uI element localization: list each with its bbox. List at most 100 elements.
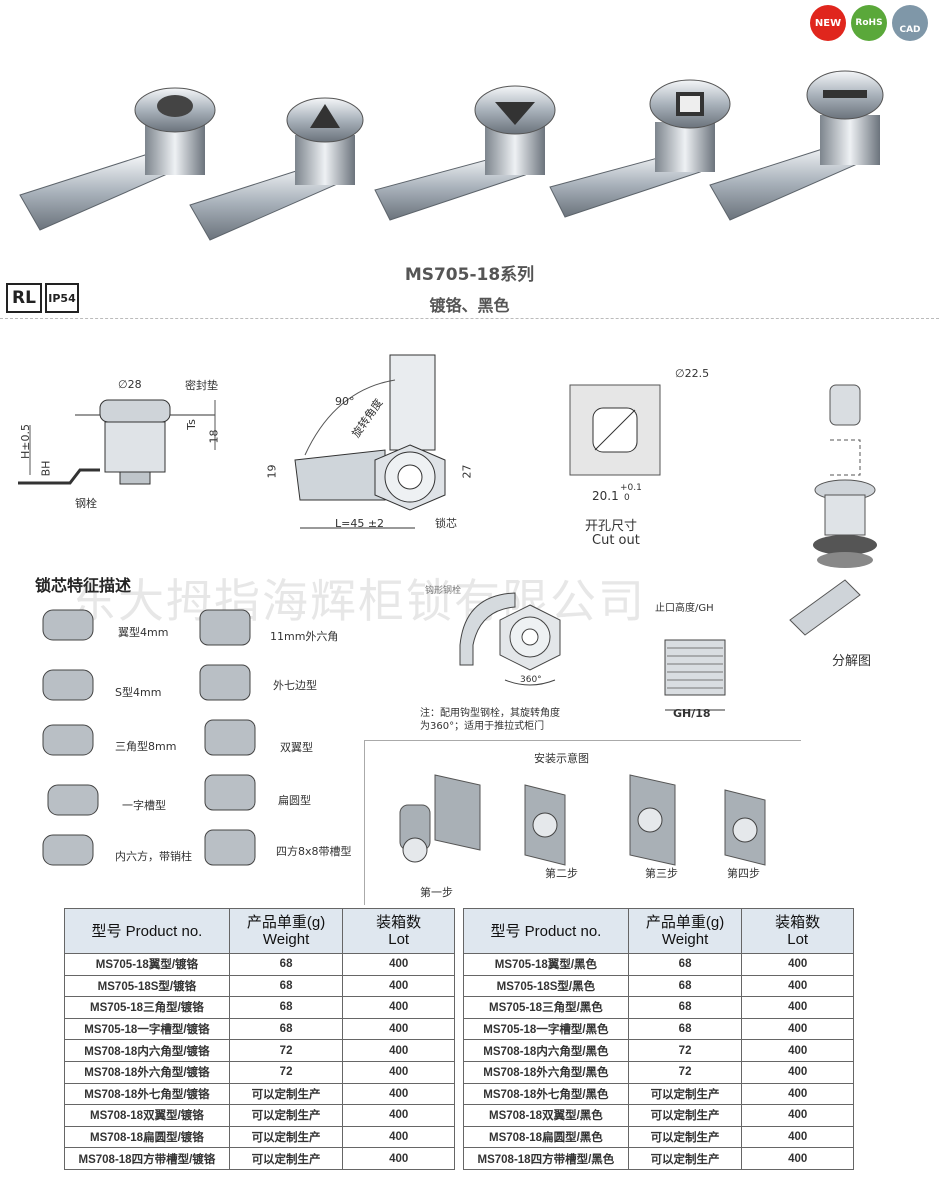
feature-right-3: 双翼型 xyxy=(280,741,313,754)
cutout-tol-top: +0.1 xyxy=(620,483,642,493)
lock-photo-4 xyxy=(549,79,731,218)
cell-lot: 400 xyxy=(741,1017,854,1041)
install-step-3: 第三步 xyxy=(645,867,678,880)
dim-bh: BH xyxy=(39,460,53,477)
hook-note-1: 注：配用钩型钢栓，其旋转角度 xyxy=(420,708,560,719)
cell-lot: 400 xyxy=(741,996,854,1019)
cell-lot: 400 xyxy=(342,1039,455,1062)
cell-weight: 72 xyxy=(228,1039,344,1062)
cell-weight: 68 xyxy=(228,974,344,998)
dim-18: 18 xyxy=(207,429,221,444)
feature-left-1: 翼型4mm xyxy=(118,626,169,639)
cell-weight: 68 xyxy=(627,953,743,976)
cell-weight: 可以定制生产 xyxy=(627,1147,743,1170)
cell-lot: 400 xyxy=(741,1147,854,1170)
col-model: 型号 Product no. xyxy=(64,908,230,954)
bolt-label: 钢栓 xyxy=(75,497,97,510)
cutout-drawing xyxy=(569,384,661,476)
cell-model: MS708-18外七角型/镀铬 xyxy=(64,1082,230,1106)
cell-weight: 68 xyxy=(627,1017,743,1041)
feature-right-5: 四方8x8带槽型 xyxy=(276,845,352,858)
thread-dim: GH/18 xyxy=(673,707,711,720)
feature-right-2: 外七边型 xyxy=(273,679,317,692)
product-photos xyxy=(19,70,884,241)
cell-weight: 可以定制生产 xyxy=(228,1082,344,1106)
top-view-drawing xyxy=(294,354,446,529)
cell-lot: 400 xyxy=(741,1125,854,1149)
cell-weight: 可以定制生产 xyxy=(228,1104,344,1127)
cell-model: MS708-18四方带槽型/黑色 xyxy=(463,1147,629,1170)
dim-27: 27 xyxy=(460,464,474,479)
lock-photo-1 xyxy=(19,87,216,231)
cell-weight: 可以定制生产 xyxy=(627,1125,743,1149)
cell-weight: 68 xyxy=(228,1017,344,1041)
lock-photo-5 xyxy=(709,70,884,221)
install-panel xyxy=(364,740,801,905)
rl-cert: RL xyxy=(6,283,42,313)
cutout-tol-bot: 0 xyxy=(624,493,630,503)
col-model: 型号 Product no. xyxy=(463,908,629,954)
ip-label: IP54 xyxy=(48,291,76,305)
core-label: 锁芯 xyxy=(435,517,457,530)
cell-lot: 400 xyxy=(342,1147,455,1170)
col-lot-cn: 装箱数 xyxy=(775,914,821,931)
cell-lot: 400 xyxy=(741,1104,854,1127)
hook-note-2: 为360°；适用于推拉式柜门 xyxy=(420,721,545,732)
feature-icons-right xyxy=(199,609,256,866)
cad-label: CAD xyxy=(899,25,921,35)
cell-lot: 400 xyxy=(342,996,455,1019)
cutout-en: Cut out xyxy=(592,533,640,548)
new-badge: NEW xyxy=(810,5,846,41)
col-weight: 产品单重(g)Weight xyxy=(228,908,344,954)
col-weight: 产品单重(g)Weight xyxy=(627,908,743,954)
cell-lot: 400 xyxy=(741,1039,854,1062)
series-title: MS705-18系列 xyxy=(404,265,535,285)
seal-label: 密封垫 xyxy=(185,379,218,392)
cell-model: MS705-18翼型/镀铬 xyxy=(64,953,230,976)
cell-weight: 72 xyxy=(228,1060,344,1084)
cell-weight: 68 xyxy=(627,996,743,1019)
cell-lot: 400 xyxy=(741,974,854,998)
cell-lot: 400 xyxy=(741,953,854,976)
feature-right-1: 11mm外六角 xyxy=(270,630,339,643)
cell-lot: 400 xyxy=(342,974,455,998)
cell-model: MS708-18双翼型/黑色 xyxy=(463,1104,629,1127)
cad-badge: CAD xyxy=(892,5,928,41)
rl-label: RL xyxy=(12,288,36,308)
cell-weight: 68 xyxy=(627,974,743,998)
col-weight-cn: 产品单重(g) xyxy=(246,914,326,931)
feature-left-3: 三角型8mm xyxy=(115,740,177,753)
cell-model: MS705-18翼型/黑色 xyxy=(463,953,629,976)
col-weight-en: Weight xyxy=(262,931,310,948)
hook-label: 钩形钢栓 xyxy=(425,586,462,596)
cell-model: MS708-18扁圆型/黑色 xyxy=(463,1125,629,1149)
new-label: NEW xyxy=(814,17,842,29)
cutout-dia: ∅22.5 xyxy=(675,367,710,380)
cell-lot: 400 xyxy=(342,1104,455,1127)
install-step-1: 第一步 xyxy=(420,886,453,899)
dim-length: L=45 ±2 xyxy=(335,517,385,530)
cell-model: MS705-18S型/黑色 xyxy=(463,974,629,998)
exploded-view xyxy=(789,384,877,636)
feature-left-5: 内六方，带销柱 xyxy=(115,850,192,863)
cell-weight: 可以定制生产 xyxy=(627,1082,743,1106)
dim-h: H±0.5 xyxy=(18,424,32,459)
cell-model: MS705-18三角型/黑色 xyxy=(463,996,629,1019)
dim-19: 19 xyxy=(265,464,279,479)
cell-lot: 400 xyxy=(741,1060,854,1084)
install-illustrations xyxy=(399,774,766,866)
